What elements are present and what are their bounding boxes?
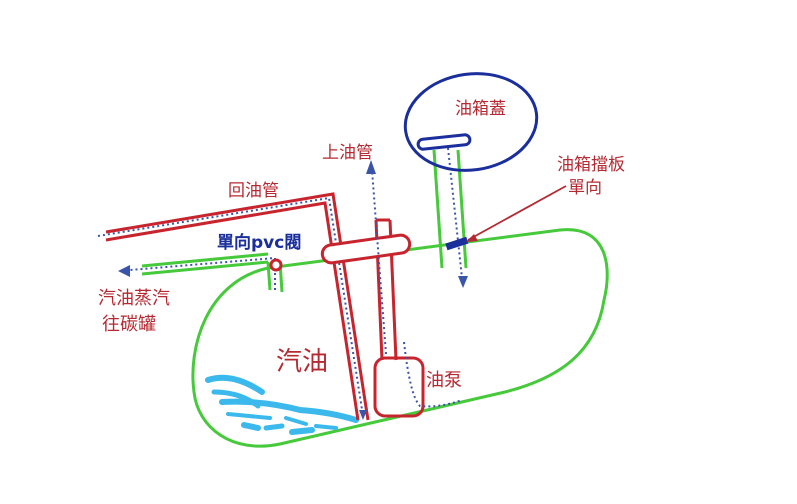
fill-pipe-crossbar — [320, 233, 412, 265]
label-pump: 油泵 — [426, 370, 462, 391]
cap-highlight-ellipse — [403, 72, 539, 172]
filler-cap — [416, 133, 472, 151]
fill-flow-dots — [371, 169, 387, 355]
return-flow-arrow — [359, 410, 367, 420]
label-fill-pipe: 上油管 — [322, 143, 373, 163]
label-vapor-line2: 往碳罐 — [102, 314, 156, 335]
label-tank-cap: 油箱蓋 — [455, 99, 506, 119]
label-pvc-valve: 單向pvc閥 — [217, 232, 301, 253]
baffle-pointer-head — [466, 234, 478, 242]
label-baffle-line1: 油箱擋板 — [557, 155, 625, 175]
baffle-pointer — [467, 185, 567, 241]
label-return-pipe: 回油管 — [228, 181, 279, 201]
label-baffle-line2: 單向 — [568, 178, 602, 198]
fill-flow-arrow — [366, 160, 376, 174]
pvc-valve-icon — [269, 258, 283, 272]
vapor-flow-arrow — [118, 265, 130, 277]
label-fuel: 汽油 — [276, 347, 328, 377]
vapor-flow-dots — [129, 256, 276, 290]
return-pipe — [105, 192, 370, 421]
filler-flow-arrow — [458, 276, 468, 288]
pump-intake-dots — [403, 341, 463, 408]
label-vapor-line1: 汽油蒸汽 — [98, 288, 170, 309]
fuel-tank-outline — [191, 228, 609, 448]
return-flow-dots — [97, 196, 364, 417]
baffle-valve — [445, 236, 469, 251]
fuel-pump — [373, 356, 425, 418]
fuel-liquid — [205, 374, 359, 435]
